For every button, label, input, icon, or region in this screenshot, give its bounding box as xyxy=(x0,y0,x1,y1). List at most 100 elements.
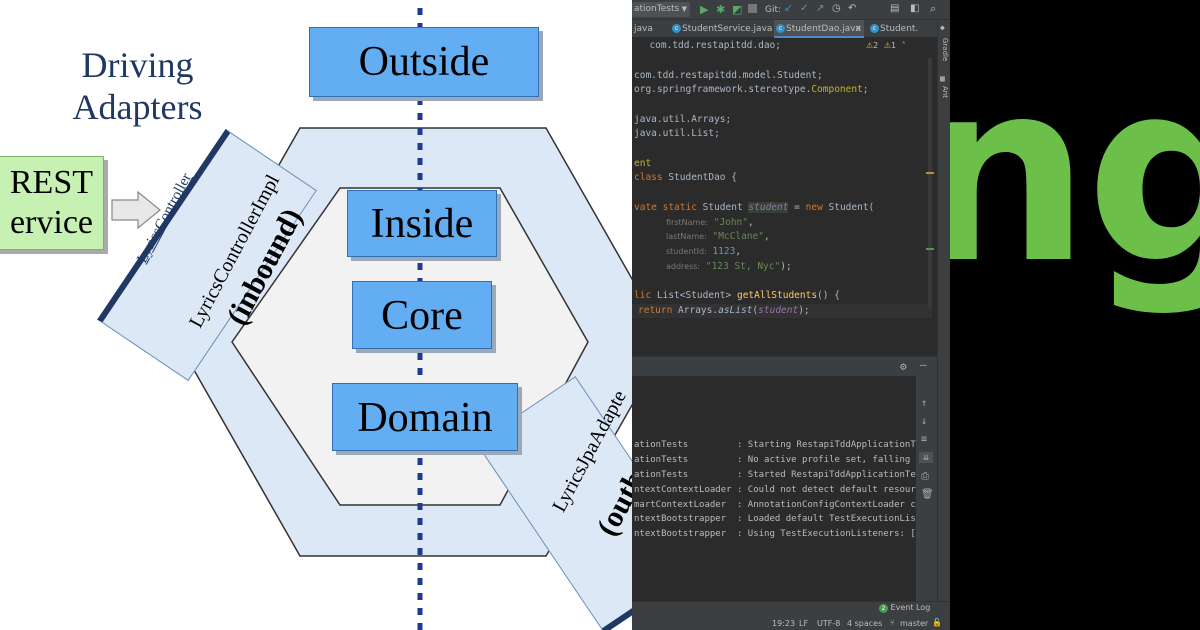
tab-student-service[interactable]: c StudentService.java xyxy=(670,20,774,38)
core-box: Core xyxy=(352,281,492,349)
rest-line-2: ervice xyxy=(9,204,93,241)
chevron-up-icon[interactable]: ˄ xyxy=(901,41,906,50)
arrow-down-icon[interactable]: ↓ xyxy=(921,416,928,427)
scroll-to-end-icon[interactable]: ⇊ xyxy=(919,452,933,463)
editor-tabs: java c StudentService.java c StudentDao.… xyxy=(632,20,937,38)
print-icon[interactable]: ⎙ xyxy=(921,471,929,482)
event-log-label: Event Log xyxy=(890,603,931,612)
domain-box: Domain xyxy=(332,383,518,451)
git-branch-icon: ⑂ xyxy=(890,618,895,627)
weak-warning-icon: ⚠ xyxy=(883,41,891,50)
coverage-icon[interactable]: ◩ xyxy=(732,3,743,16)
console-toolbar: ↑ ↓ ≡ ⇊ ⎙ 🗑 xyxy=(916,376,937,601)
code-line-arg-lastname: lastName: "McClane", xyxy=(666,231,770,242)
git-commit-icon[interactable]: ✓ xyxy=(800,3,809,14)
current-line-highlight xyxy=(632,304,932,318)
git-label: Git: xyxy=(765,5,782,15)
ant-tool-tab[interactable]: Ant xyxy=(941,86,949,98)
trash-icon[interactable]: 🗑 xyxy=(921,489,934,500)
logo-panel: ng xyxy=(950,0,1200,630)
outside-box: Outside xyxy=(309,27,539,97)
code-editor[interactable]: ⚠2 ⚠1 ˄ com.tdd.restapitdd.dao; com.tdd.… xyxy=(632,38,937,358)
run-panel-header: ⚙ – xyxy=(632,356,937,376)
change-marker xyxy=(926,172,934,174)
code-line-arg-address: address: "123 St, Nyc"); xyxy=(666,261,792,272)
line-separator[interactable]: LF xyxy=(799,619,809,628)
title-line-2: Adapters xyxy=(72,87,203,127)
ide-window: ationTests ▼ ▶ ✱ ◩ Git: ↙ ✓ ↗ ◷ ↶ ▤ ◧ ⌕ … xyxy=(632,0,950,630)
arrow-up-icon[interactable]: ↑ xyxy=(921,398,928,409)
console-line: ntextBootstrapper : Loaded default TestE… xyxy=(634,514,916,524)
code-line-arg-firstname: firstName: "John", xyxy=(666,217,754,228)
code-line-import-arrays: java.util.Arrays; xyxy=(634,114,732,125)
tool-window-strip: ◆ Gradle ▦ Ant xyxy=(937,20,950,610)
editor-scrollbar[interactable] xyxy=(928,58,932,308)
tab-student-dao[interactable]: c StudentDao.java × xyxy=(774,20,864,38)
gradle-icon[interactable]: ◆ xyxy=(940,23,945,32)
ant-icon[interactable]: ▦ xyxy=(940,74,945,83)
tab-label: StudentDao.java xyxy=(786,24,861,34)
chevron-down-icon: ▼ xyxy=(681,5,687,13)
tab-label: StudentService.java xyxy=(682,24,773,34)
code-line-class-decl: class StudentDao { xyxy=(634,172,737,183)
code-line-import-component: org.springframework.stereotype.Component… xyxy=(634,84,869,95)
code-line-package: com.tdd.restapitdd.dao; xyxy=(649,40,782,51)
console-line: ationTests : Starting RestapiTddApplicat… xyxy=(634,440,916,450)
layout-icon[interactable]: ◧ xyxy=(910,3,920,14)
git-push-icon[interactable]: ↗ xyxy=(816,3,825,14)
title-line-1: Driving xyxy=(81,45,194,85)
file-encoding[interactable]: UTF-8 xyxy=(817,619,841,628)
tab-student[interactable]: c Student. xyxy=(868,20,938,38)
gradle-tool-tab[interactable]: Gradle xyxy=(941,38,949,62)
status-bar: 2 Event Log 19:23 LF UTF-8 4 spaces ⑂ ma… xyxy=(632,601,950,630)
hexagonal-architecture-diagram: Driving Adapters REST ervice LyricsContr… xyxy=(0,0,632,630)
gear-icon[interactable]: ⚙ xyxy=(900,360,907,373)
indent-setting[interactable]: 4 spaces xyxy=(847,619,883,628)
minimize-icon[interactable]: – xyxy=(920,358,927,371)
search-icon[interactable]: ⌕ xyxy=(930,2,937,15)
rest-service-box: REST ervice xyxy=(0,156,104,250)
caret-position[interactable]: 19:23 xyxy=(772,619,796,628)
rest-line-1: REST xyxy=(9,164,93,201)
lock-icon[interactable]: 🔓 xyxy=(932,618,942,627)
stop-icon[interactable] xyxy=(748,4,757,13)
class-icon: c xyxy=(870,24,879,33)
class-icon: c xyxy=(672,24,681,33)
run-config-label: ationTests xyxy=(634,4,680,14)
history-icon[interactable]: ◷ xyxy=(832,3,841,14)
event-log-button[interactable]: 2 Event Log xyxy=(879,603,930,613)
run-icon[interactable]: ▶ xyxy=(700,3,709,16)
debug-icon[interactable]: ✱ xyxy=(716,3,726,16)
inside-box: Inside xyxy=(347,190,497,257)
code-line-field: vate static Student student = new Studen… xyxy=(634,202,875,213)
code-line-method-decl: lic List<Student> getAllStudents() { xyxy=(634,290,840,301)
run-config-select[interactable]: ationTests ▼ xyxy=(632,2,690,17)
console-output[interactable]: ationTests : Starting RestapiTddApplicat… xyxy=(632,376,916,601)
tab-java[interactable]: java xyxy=(632,20,664,38)
git-branch[interactable]: master xyxy=(900,619,929,628)
console-line: ntextContextLoader : Could not detect de… xyxy=(634,485,916,495)
code-line-return: return Arrays.asList(student); xyxy=(638,305,810,316)
inspection-widget[interactable]: ⚠2 ⚠1 ˄ xyxy=(866,41,906,50)
tab-label: Student. xyxy=(880,24,919,34)
driving-adapters-title: Driving Adapters xyxy=(50,44,225,128)
event-log-icon: 2 xyxy=(879,604,888,613)
warnings-count: 2 xyxy=(873,41,879,50)
console-line: martContextLoader : AnnotationConfigCont… xyxy=(634,500,916,510)
close-icon[interactable]: × xyxy=(854,24,862,34)
soft-wrap-icon[interactable]: ≡ xyxy=(921,434,928,445)
git-update-icon[interactable]: ↙ xyxy=(784,3,793,14)
warning-icon: ⚠ xyxy=(866,41,874,50)
console-line: ntextBootstrapper : Using TestExecutionL… xyxy=(634,529,916,539)
revert-icon[interactable]: ↶ xyxy=(848,3,857,14)
logo-text: ng xyxy=(950,27,1200,318)
code-line-annotation: ent xyxy=(634,158,652,169)
change-marker xyxy=(926,248,934,250)
checks-count: 1 xyxy=(890,41,897,50)
console-line: ationTests : Started RestapiTddApplicati… xyxy=(634,470,916,480)
code-line-arg-studentid: studentId: 1123, xyxy=(666,246,742,257)
ide-toolbar: ationTests ▼ ▶ ✱ ◩ Git: ↙ ✓ ↗ ◷ ↶ ▤ ◧ ⌕ xyxy=(632,0,950,20)
arrow-shape xyxy=(111,190,161,230)
console-line: ationTests : No active profile set, fall… xyxy=(634,455,911,465)
folder-icon[interactable]: ▤ xyxy=(890,3,900,14)
